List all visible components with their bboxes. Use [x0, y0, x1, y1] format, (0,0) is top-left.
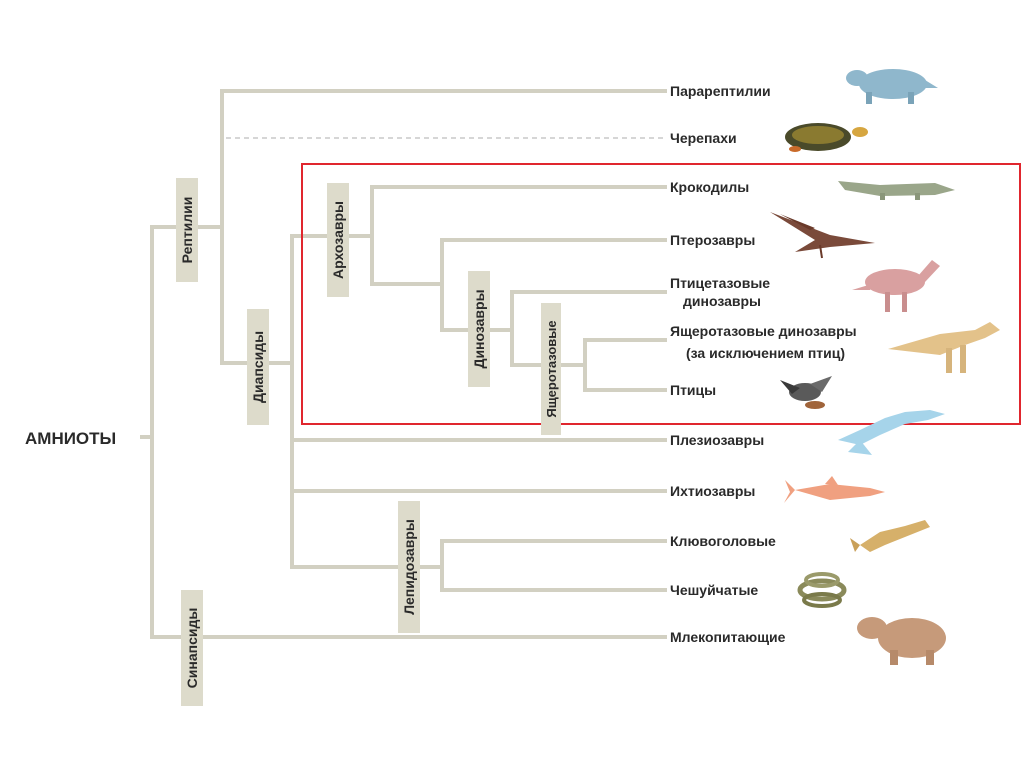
clade-label-saurischians: Ящеротазовые: [541, 303, 561, 435]
taxon-squamates: Чешуйчатые: [670, 582, 758, 598]
clade-dinosaurs-text: Динозавры: [471, 289, 487, 368]
root-label: АМНИОТЫ: [25, 429, 116, 448]
taxon-plesiosaurs: Плезиозавры: [670, 432, 764, 448]
tuatara-illustration: [850, 520, 930, 552]
clade-synapsids-text: Синапсиды: [184, 608, 200, 689]
theropod-illustration: [888, 322, 1000, 373]
clade-archosaurs-text: Архозавры: [330, 201, 346, 279]
taxon-rhynchocephalians: Клювоголовые: [670, 533, 776, 549]
taxon-pterosaurs: Птерозавры: [670, 232, 755, 248]
snake-illustration: [797, 572, 847, 608]
clade-label-reptiles: Рептилии: [176, 178, 198, 282]
taxon-turtles: Черепахи: [670, 130, 737, 146]
hippo-illustration: [857, 617, 946, 665]
taxon-saurischians-line2: (за исключением птиц): [686, 345, 845, 361]
taxon-ornithischians-line1: Птицетазовые: [670, 275, 770, 291]
clade-label-diapsids: Диапсиды: [247, 309, 269, 425]
taxon-mammals: Млекопитающие: [670, 629, 786, 645]
highlight-frame: [301, 163, 1021, 425]
plesiosaur-illustration: [838, 410, 945, 455]
ichthyosaur-illustration: [784, 476, 885, 503]
parareptile-illustration: [846, 69, 938, 104]
taxon-saurischians-line1: Ящеротазовые динозавры: [670, 323, 857, 339]
clade-saurischians-text: Ящеротазовые: [544, 320, 559, 417]
taxon-crocodiles: Крокодилы: [670, 179, 749, 195]
clade-label-synapsids: Синапсиды: [181, 590, 203, 706]
clade-reptiles-text: Рептилии: [179, 197, 195, 264]
clade-label-lepidosaurs: Лепидозавры: [398, 501, 420, 633]
turtle-illustration: [785, 123, 868, 152]
taxon-ichthyosaurs: Ихтиозавры: [670, 483, 755, 499]
taxon-birds: Птицы: [670, 382, 716, 398]
clade-label-archosaurs: Архозавры: [327, 183, 349, 297]
bird-illustration: [780, 376, 832, 409]
ornithischian-illustration: [852, 260, 940, 312]
clade-lepidosaurs-text: Лепидозавры: [401, 519, 417, 615]
crocodile-illustration: [838, 181, 955, 200]
taxon-parareptiles: Парарептилии: [670, 83, 771, 99]
clade-diapsids-text: Диапсиды: [250, 331, 266, 403]
clade-label-dinosaurs: Динозавры: [468, 271, 490, 387]
taxon-ornithischians-line2: динозавры: [683, 293, 761, 309]
pterosaur-illustration: [770, 212, 875, 259]
